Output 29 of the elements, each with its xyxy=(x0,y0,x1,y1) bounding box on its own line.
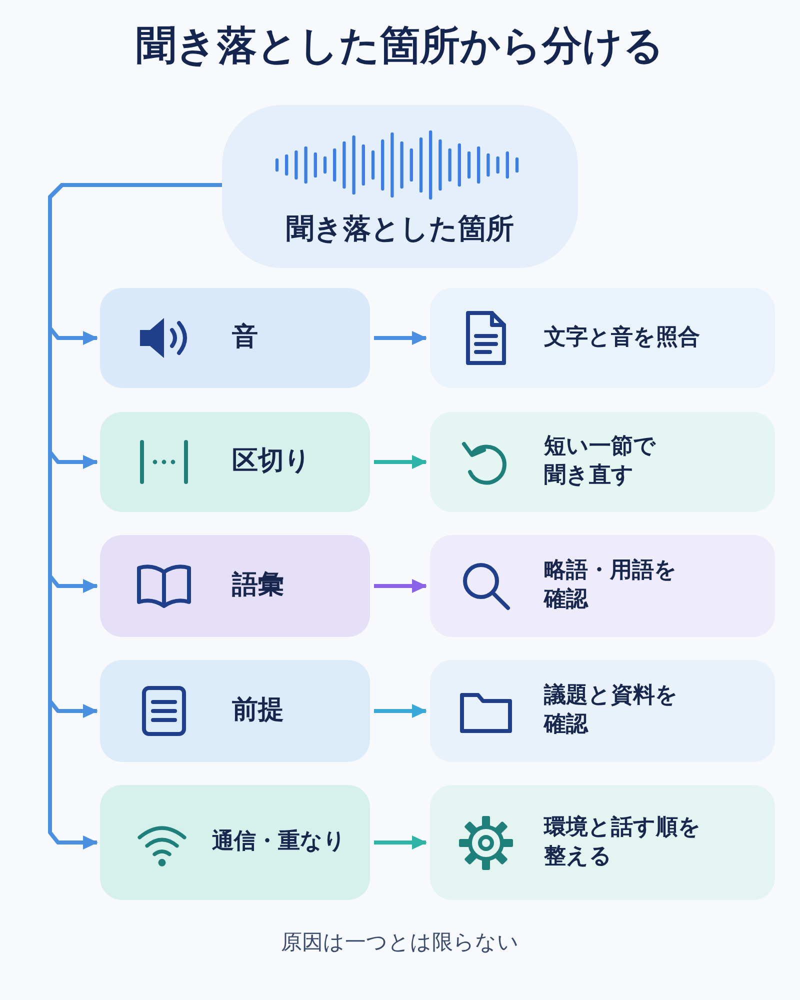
node-label: 前提 xyxy=(232,694,284,728)
arrow xyxy=(374,836,427,850)
topic-box xyxy=(222,105,578,268)
action-box xyxy=(430,535,775,637)
node-label: 議題と資料を確認 xyxy=(544,682,679,739)
node-label: 語彙 xyxy=(232,569,284,602)
node-label: 略語・用語を確認 xyxy=(544,557,678,614)
action-box xyxy=(430,785,775,900)
cause-box xyxy=(100,412,370,512)
caption: 原因は一つとは限らない xyxy=(280,929,520,956)
cause-box xyxy=(100,660,370,762)
cause-box xyxy=(100,288,370,388)
arrow xyxy=(374,579,427,593)
node-label: 区切り xyxy=(232,445,311,478)
action-box xyxy=(430,660,775,762)
title: 聞き落とした箇所から分ける xyxy=(135,22,665,71)
cause-box xyxy=(100,785,370,900)
arrow xyxy=(374,704,427,718)
node-label: 環境と話す順を整える xyxy=(544,814,702,870)
node-label: 聞き落とした箇所 xyxy=(286,211,514,248)
cause-box xyxy=(100,535,370,637)
node-label: 短い一節で聞き直す xyxy=(544,433,657,490)
node-label: 音 xyxy=(232,321,258,354)
node-label: 文字と音を照合 xyxy=(544,324,700,352)
arrow xyxy=(374,331,427,345)
action-box xyxy=(430,288,775,388)
node-label: 通信・重なり xyxy=(212,828,346,856)
arrow xyxy=(374,455,427,469)
action-box xyxy=(430,412,775,512)
